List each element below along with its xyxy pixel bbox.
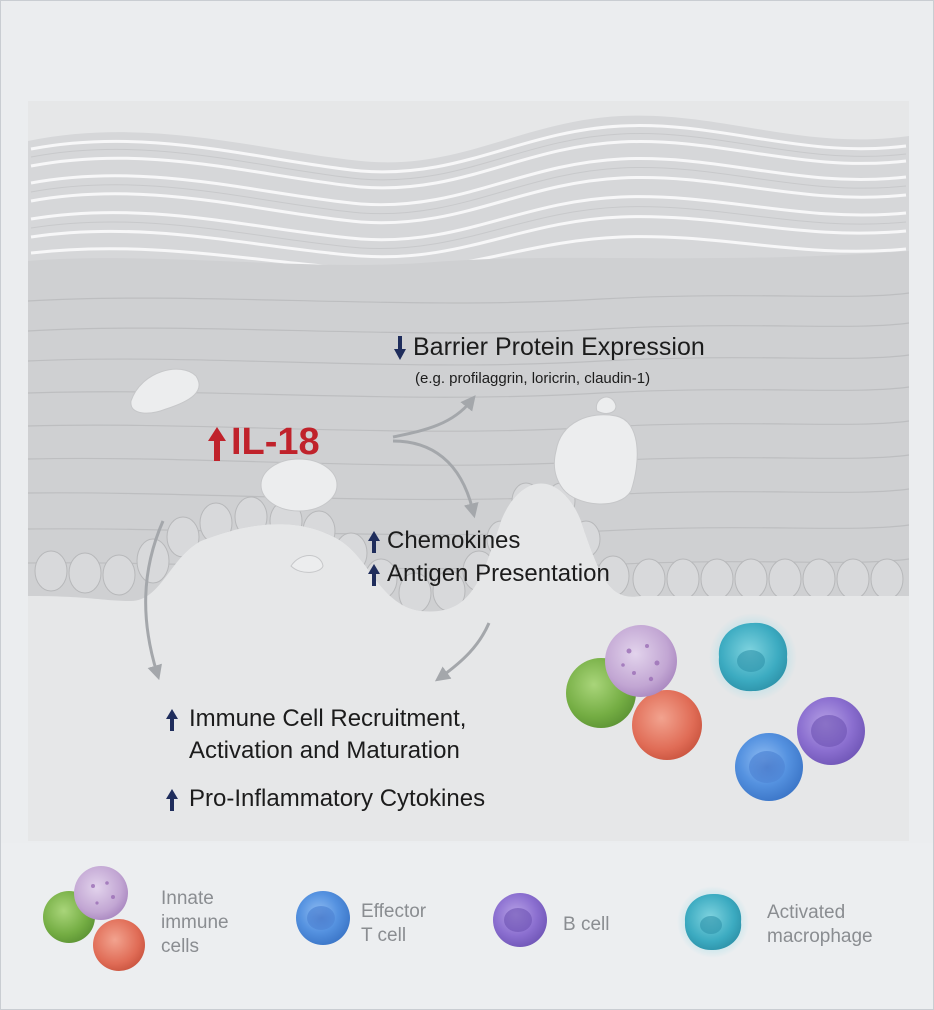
antigen-label: Antigen Presentation [367, 560, 610, 588]
legend-macrophage-icon [677, 886, 749, 958]
epidermis [28, 251, 909, 612]
pathway-arrows [144, 395, 491, 682]
activated-macrophage-cell [709, 613, 797, 701]
legend-effector-line1: Effector [361, 901, 427, 922]
recruitment-line1: Immune Cell Recruitment, [189, 705, 467, 732]
up-arrow-icon [166, 788, 178, 811]
cytokines-text: Pro-Inflammatory Cytokines [189, 785, 486, 812]
up-arrow-icon [368, 530, 380, 553]
arrow-to-chemokines [392, 439, 479, 519]
il18-label: IL-18 [207, 421, 320, 464]
arrow-to-recruitment-left [144, 520, 165, 681]
legend-macrophage-label: Activated macrophage [767, 901, 873, 949]
legend-innate-line3: cells [161, 936, 200, 957]
recruitment-line2: Activation and Maturation [189, 737, 460, 764]
recruitment-label: Immune Cell Recruitment, [165, 705, 466, 733]
effector-t-cell [735, 733, 803, 801]
legend-macrophage-line2: macrophage [767, 926, 873, 947]
arrow-to-recruitment-right [434, 622, 491, 682]
legend-effector-icon [296, 891, 350, 945]
cytokines-label: Pro-Inflammatory Cytokines [165, 785, 485, 813]
legend-innate-line2: immune [161, 912, 229, 933]
down-arrow-icon [394, 336, 406, 361]
il18-text: IL-18 [231, 421, 320, 463]
barrier-title: Barrier Protein Expression [413, 333, 705, 361]
chemokines-label: Chemokines [367, 527, 520, 555]
legend-bcell-icon [493, 893, 547, 947]
b-cell [797, 697, 865, 765]
legend-innate-line1: Innate [161, 888, 214, 909]
legend-effector-line2: T cell [361, 925, 407, 946]
barrier-label: Barrier Protein Expression [393, 333, 705, 362]
legend-innate-icon [43, 866, 145, 971]
legend-band [1, 843, 933, 1009]
antigen-text: Antigen Presentation [387, 560, 610, 587]
red-up-arrow-icon [208, 426, 226, 461]
innate-cell-cluster [566, 625, 702, 760]
legend-innate-label: Innate immune cells [161, 887, 229, 959]
arrow-to-barrier [392, 395, 476, 439]
chemokines-text: Chemokines [387, 527, 521, 554]
up-arrow-icon [166, 708, 178, 731]
legend-macrophage-line1: Activated [767, 902, 846, 923]
legend-effector-label: Effector T cell [361, 900, 426, 948]
barrier-examples: (e.g. profilaggrin, loricrin, claudin-1) [415, 370, 651, 387]
stratum-corneum [28, 115, 909, 289]
up-arrow-icon [368, 563, 380, 586]
legend-bcell-label: B cell [563, 914, 610, 935]
